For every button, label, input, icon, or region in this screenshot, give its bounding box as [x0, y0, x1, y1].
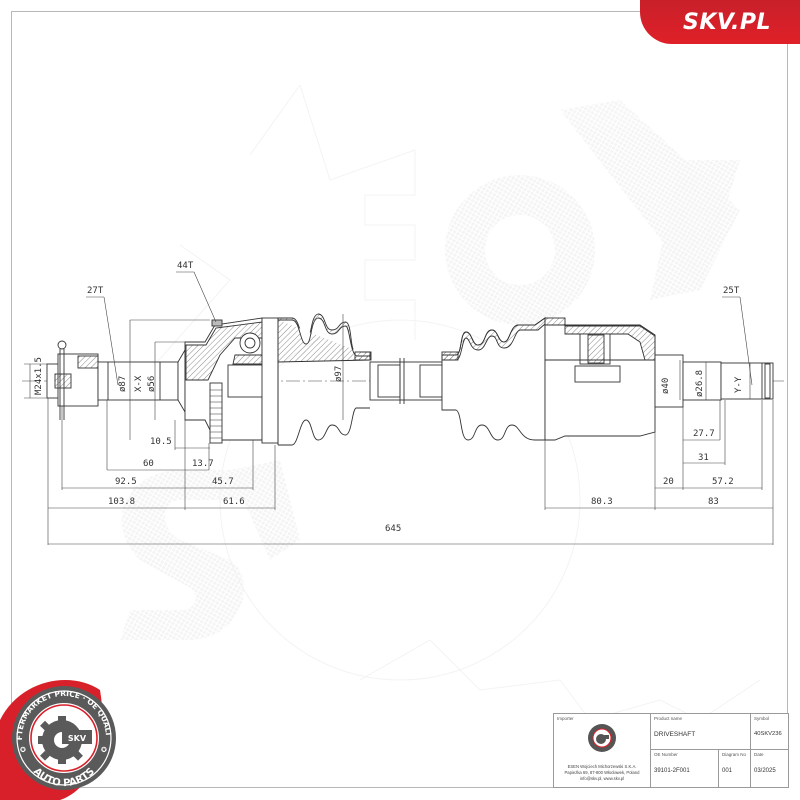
dim-83: 83 [708, 497, 719, 507]
diagram-no-value: 001 [722, 768, 733, 774]
diagram-no-cell: Diagram No 001 [719, 750, 751, 787]
oe-number-value: 39101-2F001 [654, 768, 690, 774]
oe-number-label: OE Number [654, 752, 678, 757]
dim-overall-645: 645 [385, 524, 401, 534]
dim-57-2: 57.2 [712, 477, 734, 487]
importer-cell: Importer ESEN Wojciech Michorzewski S.K.… [554, 714, 651, 787]
importer-line-2: Papieżka 69, 87-800 Włocławek, Poland [564, 770, 640, 775]
dim-60: 60 [143, 459, 154, 469]
brand-logo-tab[interactable]: SKV.PL [640, 0, 800, 44]
symbol-cell: Symbol 40SKV236 [751, 714, 788, 750]
importer-line-1: ESEN Wojciech Michorzewski S.K.A. [567, 764, 637, 769]
callout-25t: 25T [723, 286, 740, 296]
dia-right-shaft: ø26.8 [695, 370, 705, 397]
date-label: Date [754, 752, 764, 757]
product-name-value: DRIVESHAFT [654, 731, 696, 738]
oe-number-cell: OE Number 39101-2F001 [651, 750, 719, 787]
dia-left-shaft: ø56 [147, 376, 157, 392]
importer-logo [588, 724, 616, 752]
dim-20: 20 [663, 477, 674, 487]
dim-80-3: 80.3 [591, 497, 613, 507]
dim-45-7: 45.7 [212, 477, 234, 487]
skv-seal-badge: AFTERMARKET PRICE · OE QUALITY AUTO PART… [0, 660, 116, 800]
thread-dim: M24x1.5 [34, 357, 44, 395]
callout-27t: 27T [87, 286, 104, 296]
dia-left-hub: ø87 [118, 376, 128, 392]
watermark [120, 84, 761, 721]
dim-31: 31 [698, 453, 709, 463]
symbol-value: 40SKV236 [754, 731, 782, 737]
product-name-label: Product name [654, 716, 683, 721]
dim-27-7: 27.7 [693, 429, 715, 439]
dim-10-5: 10.5 [150, 437, 172, 447]
brand-logo-text: SKV.PL [683, 9, 771, 35]
seal-center-text: SKV [68, 734, 87, 743]
section-y: Y-Y [734, 376, 744, 393]
dim-61-6: 61.6 [223, 497, 245, 507]
dim-13-7: 13.7 [192, 459, 214, 469]
product-name-cell: Product name DRIVESHAFT [651, 714, 751, 750]
dia-boot: ø97 [334, 366, 344, 382]
symbol-label: Symbol [754, 716, 770, 721]
drawing-frame [11, 11, 788, 788]
dim-103-8: 103.8 [108, 497, 135, 507]
callout-44t: 44T [177, 261, 194, 271]
diagram-no-label: Diagram No [722, 752, 747, 757]
importer-label: Importer [557, 716, 574, 721]
dim-92-5: 92.5 [115, 477, 137, 487]
dia-right-housing: ø40 [661, 378, 671, 394]
star-icon: ✪ [20, 746, 26, 754]
date-value: 03/2025 [754, 768, 776, 774]
title-block: Importer ESEN Wojciech Michorzewski S.K.… [553, 713, 789, 788]
star-icon: ✪ [101, 746, 107, 754]
section-x: X-X [134, 375, 144, 392]
date-cell: Date 03/2025 [751, 750, 788, 787]
importer-line-3: info@skv.pl, www.skv.pl [579, 776, 625, 781]
